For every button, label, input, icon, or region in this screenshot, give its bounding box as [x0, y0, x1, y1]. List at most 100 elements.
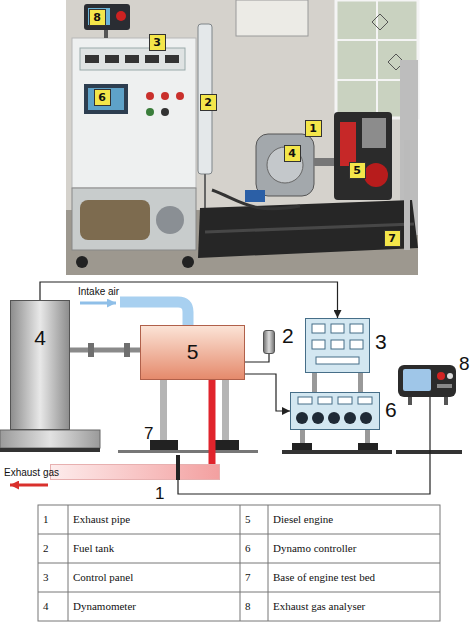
- push-button: [146, 108, 154, 116]
- panel-gauge: [331, 324, 344, 333]
- callout-number: 4: [284, 145, 301, 162]
- analyser-knob: [447, 373, 453, 379]
- callout-number: 8: [89, 9, 106, 26]
- table-cell: 8: [240, 592, 268, 621]
- photo-wall: [66, 0, 418, 275]
- control-panel: 3: [305, 318, 370, 373]
- table-cell: Dynamo controller: [268, 534, 440, 563]
- wall-poster: [236, 0, 308, 36]
- panel-gauge: [331, 340, 344, 349]
- controller-dial: [312, 412, 324, 424]
- table-cell: 4: [38, 592, 68, 621]
- table-cell: Exhaust pipe: [68, 505, 240, 534]
- push-button: [161, 108, 169, 116]
- intake-pipe: [120, 302, 188, 325]
- table-cell: 1: [38, 505, 68, 534]
- table-grid: [38, 505, 440, 621]
- signal-line: [245, 374, 290, 411]
- table-cell: 3: [38, 563, 68, 592]
- engine-photo: [334, 112, 392, 200]
- hose: [212, 190, 300, 209]
- push-button: [146, 92, 154, 100]
- table-cell: Control panel: [68, 563, 240, 592]
- panel-gauge: [350, 340, 363, 349]
- cabinet-leg: [300, 430, 305, 445]
- cabinet-leg: [358, 373, 363, 392]
- node-label: 3: [150, 35, 165, 50]
- dynamo-controller: 6: [290, 392, 380, 430]
- cabinet-frame: [72, 188, 196, 250]
- table-cell: 7: [240, 563, 268, 592]
- rig-engine: [80, 200, 150, 240]
- digital-display: [85, 55, 99, 63]
- mount-pole: [104, 30, 108, 38]
- callout-number: 7: [384, 230, 401, 247]
- node-label: 2: [201, 95, 216, 110]
- table-cell: 6: [240, 534, 268, 563]
- digital-display: [165, 55, 179, 63]
- panel-gauge: [350, 324, 363, 333]
- fuel-line: [245, 354, 269, 362]
- analyser-port: [437, 384, 452, 388]
- ground-line: [118, 450, 258, 453]
- analyser-screen: [403, 369, 431, 391]
- table-cell: Exhaust gas analyser: [268, 592, 440, 621]
- digital-display: [145, 55, 159, 63]
- panel-gauge: [312, 324, 325, 333]
- cabinet-leg: [312, 373, 317, 392]
- engine-flywheel: [364, 163, 388, 187]
- table-cell: 2: [38, 534, 68, 563]
- load-cell: [245, 190, 265, 202]
- panel-bar: [316, 357, 359, 364]
- controller-screen: [84, 84, 128, 114]
- dynamometer-base: [0, 430, 100, 448]
- callout-number: 2: [200, 94, 217, 111]
- analyser-knob: [116, 11, 126, 21]
- table-cell: 5: [240, 505, 268, 534]
- table-cell: Base of engine test bed: [268, 563, 440, 592]
- table-cell: Dynamometer: [68, 592, 240, 621]
- ground-line: [396, 450, 462, 454]
- signal-line: [40, 282, 338, 318]
- panel-gauge: [312, 340, 325, 349]
- push-button: [161, 92, 169, 100]
- exhaust-probe: [176, 455, 180, 480]
- window-grille: [372, 14, 404, 70]
- controller-dial: [296, 412, 308, 424]
- controller-dial: [344, 412, 356, 424]
- shaft-connector: [70, 348, 140, 353]
- castor-wheel: [182, 256, 194, 268]
- engine-part: [340, 122, 356, 166]
- digital-display: [105, 55, 119, 63]
- flow-label: Exhaust gas: [4, 467, 59, 478]
- table-cell: Diesel engine: [268, 505, 440, 534]
- engine-box: 5: [140, 325, 245, 380]
- node-label: 7: [385, 231, 400, 246]
- intake-arrow: [80, 302, 116, 305]
- node-label: 4: [285, 146, 300, 161]
- controller-display: [298, 397, 312, 404]
- node-label: 5: [141, 341, 244, 363]
- stand-post: [404, 140, 410, 250]
- analyser-knob: [437, 372, 445, 380]
- node-label: 3: [375, 331, 387, 353]
- node-label: 5: [350, 163, 365, 178]
- ground-line: [0, 448, 100, 452]
- screen-display: [88, 88, 124, 110]
- push-button: [176, 92, 184, 100]
- dynamometer-box: 4: [10, 300, 70, 430]
- instrument-cabinet: [72, 38, 196, 188]
- shaft-coupling: [88, 343, 94, 357]
- digital-display: [125, 55, 139, 63]
- shaft-coupling: [124, 343, 130, 357]
- callout-number: 1: [305, 120, 322, 137]
- ground-line: [282, 450, 392, 454]
- engine-part: [362, 118, 386, 148]
- controller-display: [338, 397, 352, 404]
- exhaust-pipe: 1: [50, 464, 220, 480]
- callout-number: 5: [349, 162, 366, 179]
- analyser-screen: [88, 8, 110, 25]
